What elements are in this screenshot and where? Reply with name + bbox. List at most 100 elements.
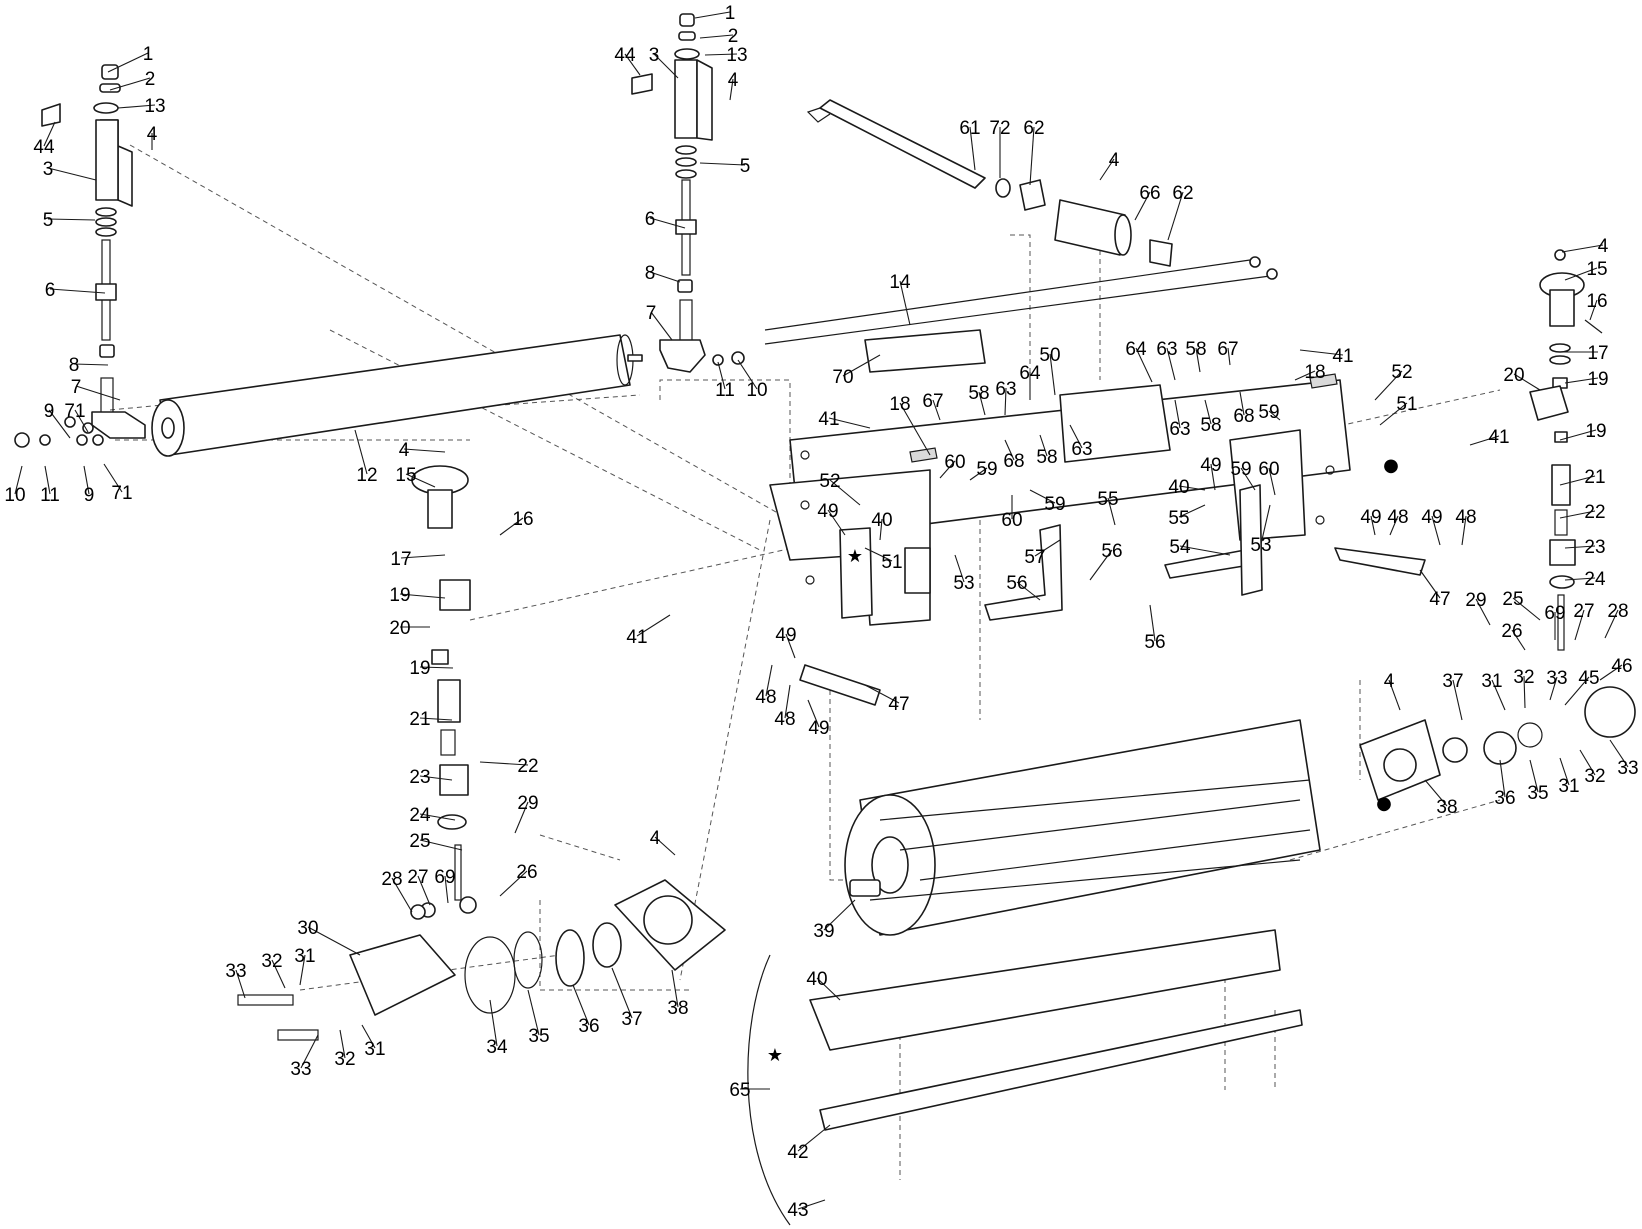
part-callout-22: 22 (517, 756, 538, 777)
part-callout-58: 58 (1036, 447, 1057, 468)
part-callout-71: 71 (111, 483, 132, 504)
callout-leader-2 (109, 77, 151, 91)
part-callout-47: 47 (888, 694, 909, 715)
part-callout-29: 29 (1465, 590, 1486, 611)
part-callout-11: 11 (715, 380, 735, 401)
callout-leader-48 (1389, 515, 1399, 536)
part-callout-69: 69 (1544, 603, 1565, 624)
part-callout-69: 69 (434, 867, 455, 888)
part-callout-33: 33 (1546, 668, 1567, 689)
callout-leader-5 (699, 162, 746, 166)
part-callout-48: 48 (1387, 507, 1408, 528)
part-callout-46: 46 (1611, 656, 1632, 677)
callout-leader-1 (694, 11, 731, 19)
callout-leader-56 (1016, 581, 1041, 601)
part-callout-8: 8 (645, 263, 656, 284)
callout-leader-11 (44, 465, 51, 495)
callout-leader-46 (1599, 664, 1623, 681)
part-callout-21: 21 (409, 709, 430, 730)
callout-leader-63 (1166, 347, 1176, 381)
callout-leader-28 (391, 877, 413, 913)
callout-leaders (14, 11, 1629, 1210)
callout-leader-33 (1549, 676, 1558, 701)
callout-leader-48 (1461, 515, 1467, 546)
part-callout-6: 6 (645, 209, 656, 230)
part-callout-64: 64 (1125, 339, 1147, 360)
part-callout-19: 19 (1587, 369, 1608, 390)
part-callout-36: 36 (1494, 788, 1515, 809)
part-callout-19: 19 (389, 585, 410, 606)
callout-leader-26 (1511, 629, 1526, 651)
callout-leader-33 (235, 969, 246, 999)
part-callout-10: 10 (4, 485, 25, 506)
part-callout-60: 60 (944, 452, 965, 473)
part-callout-15: 15 (395, 465, 416, 486)
callout-leader-22 (479, 761, 529, 766)
callout-leader-58 (1204, 399, 1212, 425)
callout-leader-40 (879, 518, 883, 541)
part-callout-59: 59 (1258, 402, 1279, 423)
part-callout-17: 17 (1587, 343, 1608, 364)
part-callout-2: 2 (145, 69, 156, 90)
part-callout-44: 44 (614, 45, 636, 66)
callout-leader-20 (1513, 373, 1541, 391)
callout-leader-10 (14, 465, 23, 495)
callout-leader-2 (699, 34, 734, 39)
part-callout-35: 35 (528, 1026, 549, 1047)
part-callout-52: 52 (1391, 362, 1412, 383)
callout-leader-48 (765, 664, 773, 697)
part-callout-71: 71 (64, 401, 85, 422)
callout-leader-40 (816, 977, 841, 1001)
callout-leader-18 (1294, 370, 1316, 381)
part-callout-59: 59 (976, 459, 997, 480)
part-callout-6: 6 (45, 280, 56, 301)
part-callout-34: 34 (486, 1037, 508, 1058)
callout-leader-58 (1195, 347, 1201, 373)
callout-leader-6 (649, 217, 686, 229)
callout-leader-16 (1589, 299, 1598, 321)
callout-leader-45 (1564, 676, 1590, 706)
part-callout-38: 38 (667, 998, 688, 1019)
callout-leader-3 (653, 53, 679, 79)
callout-leader-41 (1469, 435, 1500, 446)
callout-leader-58 (1039, 434, 1048, 457)
part-callout-8: 8 (69, 355, 80, 376)
callout-leader-4 (654, 836, 676, 856)
part-callout-49: 49 (1421, 507, 1442, 528)
callout-leader-47 (864, 684, 900, 704)
callout-leader-29 (514, 801, 529, 834)
callout-leader-14 (899, 280, 911, 326)
front-roller-shaft (806, 99, 1173, 267)
callout-leader-51 (864, 547, 893, 562)
part-callout-23: 23 (1584, 537, 1605, 558)
callout-leader-13 (117, 104, 156, 109)
callout-leader-63 (1174, 399, 1181, 429)
callout-leader-42 (797, 1124, 831, 1152)
part-callout-18: 18 (889, 394, 910, 415)
part-callout-1: 1 (725, 3, 736, 24)
part-callout-47: 47 (1429, 589, 1450, 610)
part-callout-67: 67 (922, 391, 943, 412)
part-callout-9: 9 (84, 485, 95, 506)
part-callout-51: 51 (881, 552, 902, 573)
callout-leader-60 (939, 460, 956, 479)
part-callout-20: 20 (389, 618, 410, 639)
callout-leader-40 (1178, 485, 1206, 491)
dot-marker: ● (1376, 793, 1392, 814)
callout-leader-25 (1512, 597, 1541, 621)
part-callout-58: 58 (968, 383, 989, 404)
part-callout-63: 63 (1169, 419, 1190, 440)
callout-leader-56 (1149, 604, 1156, 642)
callout-leader-37 (1452, 679, 1463, 721)
callout-leader-39 (823, 899, 856, 931)
callout-leader-53 (1260, 504, 1271, 545)
part-callout-48: 48 (1455, 507, 1476, 528)
callout-leader-19 (419, 666, 454, 669)
part-callout-11: 11 (40, 485, 60, 506)
part-callout-60: 60 (1258, 459, 1279, 480)
callout-leader-58 (978, 391, 986, 416)
callout-leader-43 (797, 1199, 826, 1210)
part-callout-54: 54 (1169, 537, 1191, 558)
callout-leader-49 (807, 699, 820, 728)
callout-leader-36 (1499, 759, 1506, 798)
